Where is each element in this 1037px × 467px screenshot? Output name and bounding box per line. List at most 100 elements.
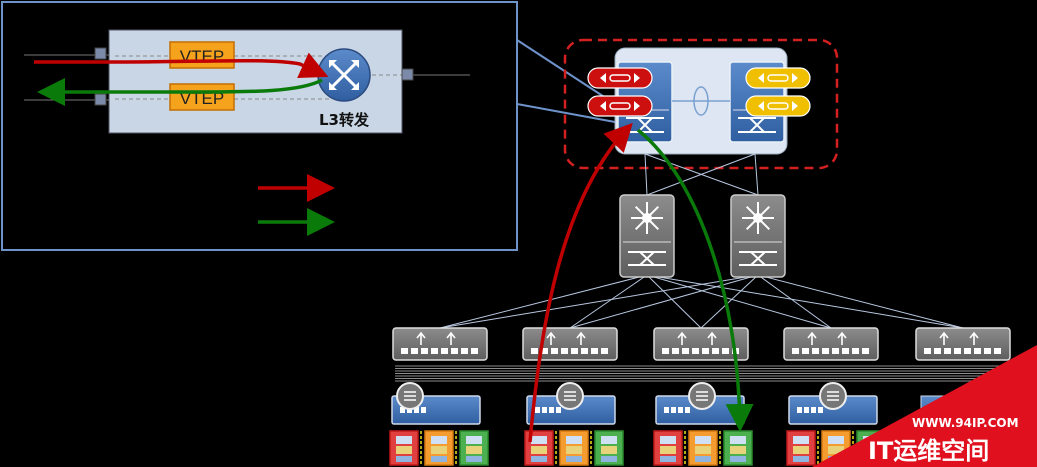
leaf-port (934, 348, 941, 354)
spine-switch-2 (730, 194, 786, 278)
spine-body (619, 194, 675, 278)
host-led (400, 407, 405, 413)
vm-app-strip (466, 436, 482, 444)
spine-switch-1 (619, 194, 675, 278)
leaf-port (702, 348, 709, 354)
up-arrow-icon (969, 331, 979, 345)
vm-os-strip (531, 446, 547, 454)
leaf-port (812, 348, 819, 354)
switch-arrows-icon (626, 117, 664, 133)
vm-app-strip (695, 436, 711, 444)
gateway-spine-link (754, 153, 759, 196)
leaf-port (852, 348, 859, 354)
leaf-port (601, 348, 608, 354)
host-led (414, 407, 419, 413)
leaf-port (994, 348, 1001, 354)
vtep-label-top: VTEP (180, 47, 224, 66)
leaf-port (541, 348, 548, 354)
leaf-port (792, 348, 799, 354)
leaf-port (571, 348, 578, 354)
gateway-switch-2 (729, 61, 811, 143)
spine-leaf-link (757, 274, 832, 329)
vm-app-strip (828, 436, 844, 444)
host-led (678, 407, 683, 413)
leaf-port (662, 348, 669, 354)
server-links (395, 365, 1037, 382)
leaf-port (672, 348, 679, 354)
leaf-port (561, 348, 568, 354)
vm-hw-strip (863, 456, 879, 462)
leaf-body (783, 327, 879, 361)
leaf-switch-1 (392, 327, 488, 361)
switch-arrows-icon (738, 117, 776, 133)
port-top (94, 47, 107, 60)
badge-tunnel-icon (767, 74, 789, 82)
vm-hw-strip (431, 456, 447, 462)
star-center (753, 213, 763, 223)
red-flow-inset (34, 52, 329, 79)
leaf-port (441, 348, 448, 354)
leaf-port (832, 348, 839, 354)
vm-os-strip (730, 446, 746, 454)
vm-app-strip (396, 436, 412, 444)
leaf-port (842, 348, 849, 354)
up-arrow-icon (807, 331, 817, 345)
vm-hw-strip (828, 456, 844, 462)
rack-group-2 (524, 382, 624, 466)
up-arrow-icon (837, 331, 847, 345)
leaf-switch-4 (783, 327, 879, 361)
leaf-port (531, 348, 538, 354)
leaf-port (461, 348, 468, 354)
host-led (671, 407, 676, 413)
router-caption: L3转发 (319, 111, 370, 129)
host-led (549, 407, 554, 413)
gateway-spine-link (644, 153, 648, 196)
vtep-box-bottom (169, 83, 235, 111)
vm-app-strip (793, 436, 809, 444)
spine-leaf-link (439, 274, 648, 329)
leaf-port (954, 348, 961, 354)
up-arrow-icon (446, 331, 456, 345)
up-arrow-icon (677, 331, 687, 345)
leaf-port (682, 348, 689, 354)
vm-hw-strip (466, 456, 482, 462)
switch-arrows-icon (739, 251, 777, 266)
leaf-port (802, 348, 809, 354)
vm-os-strip (660, 446, 676, 454)
router-icon (317, 48, 371, 102)
green-flow-inset (37, 78, 323, 106)
vxlan-badge (587, 67, 653, 89)
vm-os-strip (466, 446, 482, 454)
leaf-port (964, 348, 971, 354)
vm-hw-strip (566, 456, 582, 462)
leaf-body (392, 327, 488, 361)
host-led (542, 407, 547, 413)
vm-hw-strip (730, 456, 746, 462)
leaf-port (944, 348, 951, 354)
inset-connector-bottom (516, 103, 616, 123)
vm-hw-strip (793, 456, 809, 462)
vxlan-badge (745, 95, 811, 117)
up-arrow-icon (707, 331, 717, 345)
leaf-port (581, 348, 588, 354)
leaf-port (591, 348, 598, 354)
leaf-port (924, 348, 931, 354)
host-led (535, 407, 540, 413)
leaf-port (471, 348, 478, 354)
rack-group-4 (786, 382, 886, 466)
leaf-switch-2 (522, 327, 618, 361)
host-led (664, 407, 669, 413)
leaf-body (915, 327, 1011, 361)
host-led (556, 407, 561, 413)
gateway-spine-link (646, 153, 756, 196)
leaf-port (431, 348, 438, 354)
port-right (401, 68, 414, 81)
host-led (407, 407, 412, 413)
spine-leaf-link (646, 274, 964, 329)
gateway-dashed-boundary (563, 38, 839, 170)
host-led (811, 407, 816, 413)
vm-app-strip (431, 436, 447, 444)
leaf-port (862, 348, 869, 354)
vswitch-lines (696, 391, 708, 401)
star-center (642, 213, 652, 223)
